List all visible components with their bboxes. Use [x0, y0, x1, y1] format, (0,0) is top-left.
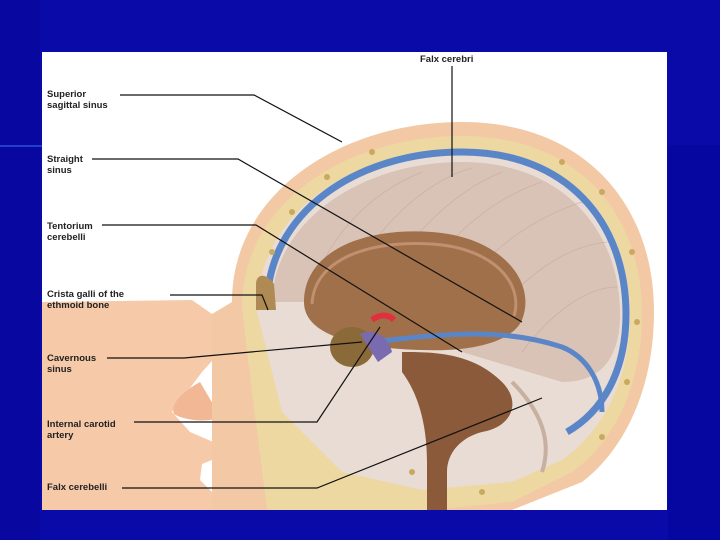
leader-crista-galli: [170, 294, 269, 311]
label-line: Crista galli of the: [47, 289, 125, 300]
label-superior-sagittal-sinus: Superior sagittal sinus: [47, 89, 108, 111]
leader-tentorium-cerebelli: [102, 224, 463, 353]
cavernous-sinus: [360, 331, 392, 362]
label-line: ethmoid bone: [47, 300, 110, 311]
label-falx-cerebelli-text: Falx cerebelli: [47, 482, 108, 493]
superior-sagittal-sinus: [263, 148, 630, 436]
nose-tip: [173, 382, 220, 421]
label-straight-sinus: Straight sinus: [47, 154, 83, 176]
label-line: sagittal sinus: [47, 100, 108, 111]
anatomy-figure-panel: Falx cerebri Superior sagittal sinus Str…: [42, 52, 667, 510]
label-line: Internal carotid: [47, 419, 116, 430]
label-internal-carotid-artery: Internal carotid artery: [47, 419, 116, 441]
label-falx-cerebri: Falx cerebri: [420, 54, 473, 65]
label-falx-cerebri-text: Falx cerebri: [420, 54, 474, 65]
head-sagittal-illustration: [42, 66, 654, 510]
label-line: Superior: [47, 89, 87, 100]
leader-internal-carotid-artery: [134, 326, 381, 423]
crista-galli: [256, 275, 276, 310]
label-line: sinus: [47, 364, 72, 375]
leader-superior-sagittal-sinus: [120, 94, 343, 143]
leader-straight-sinus: [92, 158, 523, 323]
face-skin: [42, 300, 222, 510]
label-line: Cavernous: [47, 353, 97, 364]
label-crista-galli: Crista galli of the ethmoid bone: [47, 289, 124, 311]
leader-falx-cerebelli: [122, 397, 543, 489]
label-falx-cerebelli: Falx cerebelli: [47, 482, 107, 493]
label-cavernous-sinus: Cavernous sinus: [47, 353, 96, 375]
leader-cavernous-sinus: [107, 341, 363, 359]
straight-sinus: [371, 331, 605, 413]
label-line: artery: [47, 430, 74, 441]
label-line: Tentorium: [47, 221, 93, 232]
label-line: Straight: [47, 154, 83, 165]
brainstem-cavity: [402, 352, 513, 510]
label-line: cerebelli: [47, 232, 86, 243]
internal-carotid-artery: [370, 312, 397, 323]
label-tentorium-cerebelli: Tentorium cerebelli: [47, 221, 93, 243]
label-line: sinus: [47, 165, 72, 176]
tentorium-cerebelli: [304, 231, 526, 351]
falx-cerebelli: [510, 380, 548, 473]
